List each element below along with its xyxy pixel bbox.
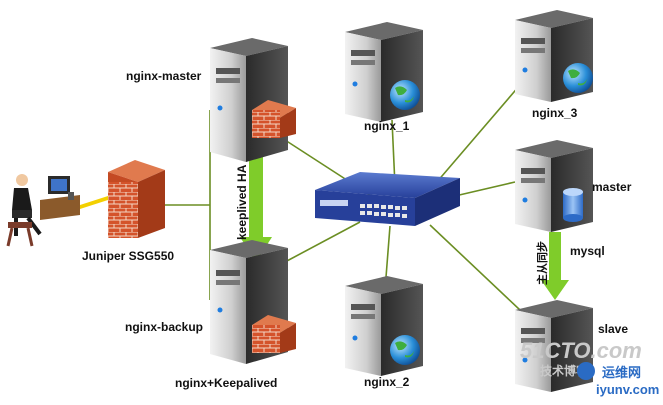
server-nginx-master: [210, 38, 288, 162]
label-nginx-3: nginx_3: [532, 106, 578, 120]
label-slave: slave: [598, 322, 629, 336]
link-nginx3-switch: [429, 84, 521, 191]
label-nginx-master: nginx-master: [126, 69, 202, 83]
link-slave-switch: [429, 224, 521, 311]
globe-icon: [563, 63, 593, 93]
juniper-firewall-icon: [108, 160, 165, 238]
sync-arrow: [541, 232, 569, 300]
globe-icon: [390, 335, 420, 365]
watermark-site: 51CTO.com: [520, 338, 642, 363]
link-backup-switch: [284, 221, 361, 263]
user-workstation-icon: [6, 174, 108, 247]
watermark-logo-icon: [577, 362, 595, 380]
watermark-url: iyunv.com: [596, 382, 660, 397]
label-nginx-1: nginx_1: [364, 119, 410, 133]
label-juniper: Juniper SSG550: [82, 249, 175, 263]
keepalived-ha-label: keeplived HA: [235, 164, 249, 240]
firewall-icon: [252, 315, 296, 353]
label-nginx-backup: nginx-backup: [125, 320, 204, 334]
globe-icon: [390, 80, 420, 110]
sync-label: 主从同步: [535, 241, 549, 285]
watermark-sub: 技术博客: [540, 364, 589, 378]
label-nginx-keepalived: nginx+Keepalived: [175, 376, 278, 390]
label-mysql: mysql: [570, 244, 605, 258]
label-master: master: [592, 180, 632, 194]
database-icon: [563, 188, 583, 222]
link-mysqlmaster-switch: [454, 181, 516, 197]
watermark-brand: 运维网: [602, 365, 642, 380]
network-switch: [315, 172, 460, 226]
firewall-icon: [252, 100, 296, 138]
label-nginx-2: nginx_2: [364, 375, 410, 389]
